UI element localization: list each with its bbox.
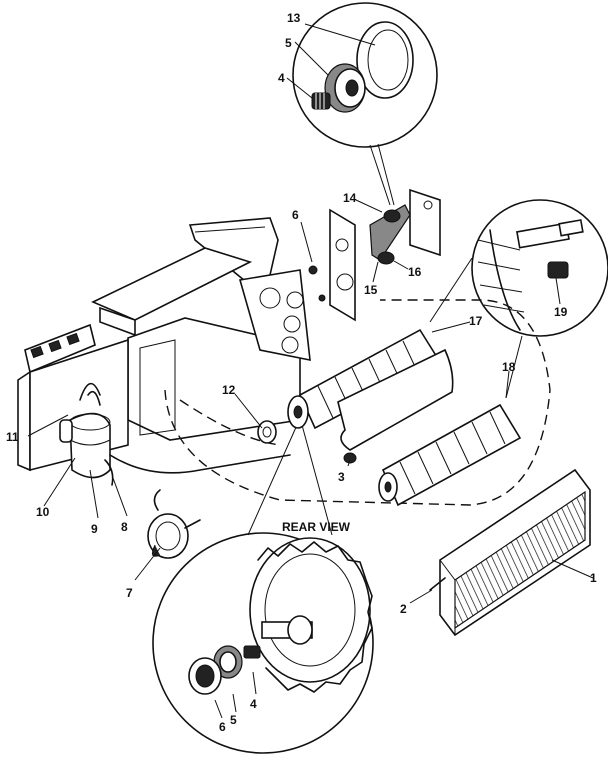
- callout-18: 18: [502, 360, 516, 374]
- callout-4-top: 4: [278, 71, 285, 85]
- housing-outline-inner: [179, 399, 281, 446]
- callout-2: 2: [400, 602, 407, 616]
- compressor: [59, 382, 114, 486]
- blower-wheel-upper: [287, 328, 442, 430]
- cabinet-housing: [91, 217, 311, 441]
- housing-outline-dashed: [164, 299, 551, 506]
- callout-5-bottom: 5: [230, 713, 237, 727]
- mounting-ring: [257, 420, 277, 444]
- leader-lines: [27, 23, 594, 719]
- callout-17: 17: [469, 314, 483, 328]
- callout-13: 13: [287, 11, 301, 25]
- blower-wheel-lower: [378, 403, 522, 507]
- callout-5-top: 5: [285, 36, 292, 50]
- callout-9: 9: [91, 522, 98, 536]
- mounting-ring-hole: [262, 426, 272, 438]
- callout-12: 12: [222, 383, 236, 397]
- callout-11: 11: [6, 430, 19, 444]
- shaft-detail-circle: [429, 199, 608, 399]
- rear-view-caption: REAR VIEW: [282, 520, 351, 534]
- evaporator-coil: [429, 468, 591, 637]
- callout-1: 1: [590, 571, 597, 585]
- callout-10: 10: [36, 505, 50, 519]
- callout-8: 8: [121, 520, 128, 534]
- baffle-clip: [343, 452, 357, 464]
- bushing-part: [311, 92, 331, 110]
- scroll-baffle: [337, 348, 454, 451]
- callout-6-top: 6: [292, 208, 299, 222]
- callout-16: 16: [408, 265, 422, 279]
- callout-4-bottom: 4: [250, 697, 257, 711]
- callout-19: 19: [554, 305, 568, 319]
- fan-motor: [147, 489, 201, 559]
- rear-view-detail-circle: [152, 424, 374, 754]
- callout-15: 15: [364, 283, 378, 297]
- callout-7: 7: [126, 586, 133, 600]
- bracket-assembly: [308, 188, 441, 322]
- bearing-detail-circle: [292, 2, 438, 206]
- wire-harness: [109, 454, 291, 474]
- callout-14: 14: [343, 191, 357, 205]
- callout-3: 3: [338, 470, 345, 484]
- callout-6-bottom: 6: [219, 720, 226, 734]
